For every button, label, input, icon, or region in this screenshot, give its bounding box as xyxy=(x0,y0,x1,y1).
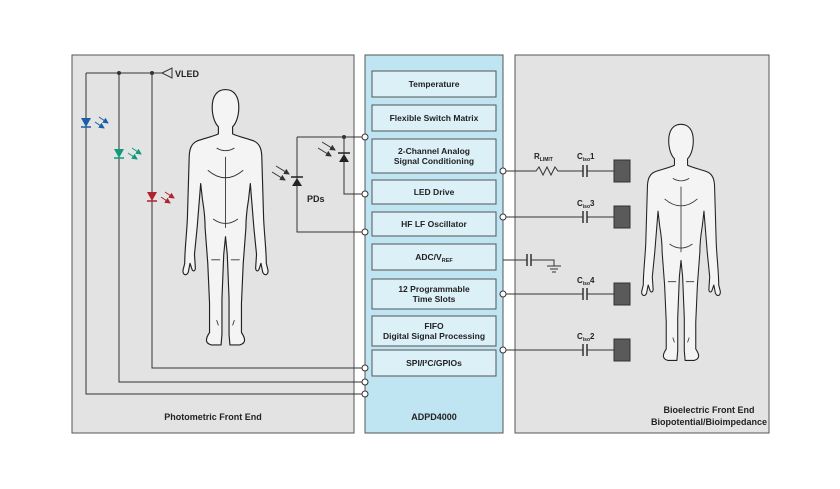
chip-block-5 xyxy=(371,243,497,271)
photodiode-1-icon xyxy=(292,178,302,186)
bioelectric-title-line1: Bioelectric Front End xyxy=(663,405,754,415)
chip-block-label-1: Flexible Switch Matrix xyxy=(390,113,479,123)
electrode-2 xyxy=(613,338,631,362)
bioelectric-wiring xyxy=(499,159,631,362)
chip-block-3 xyxy=(371,179,497,205)
led-red-icon xyxy=(147,192,157,201)
vled-label: VLED xyxy=(175,69,200,79)
photodiode-2-icon xyxy=(339,154,349,162)
bioelectric-title-line2: Biopotential/Bioimpedance xyxy=(651,417,767,427)
chip-block-8 xyxy=(371,349,497,377)
chip-name: ADPD4000 xyxy=(411,412,457,422)
pds-label: PDs xyxy=(307,194,325,204)
ciso4-label: Ciso4 xyxy=(577,276,595,287)
photometric-title: Photometric Front End xyxy=(164,412,262,422)
chip-block-label-4: HF LF Oscillator xyxy=(401,219,467,229)
bioelectric-panel xyxy=(514,54,770,434)
chip-block-label-8: SPI/I²C/GPIOs xyxy=(406,358,462,368)
electrode-3 xyxy=(613,205,631,229)
ciso1-label: Ciso1 xyxy=(577,152,595,163)
chip-block-6 xyxy=(371,278,497,310)
chip-block-7 xyxy=(371,315,497,347)
ciso3-label: Ciso3 xyxy=(577,199,595,210)
chip-block-label-5: ADC/VREF xyxy=(415,252,453,264)
electrode-4 xyxy=(613,282,631,306)
chip-block-4 xyxy=(371,211,497,237)
ciso2-label: Ciso2 xyxy=(577,332,595,343)
led-green-icon xyxy=(114,149,124,158)
chip-block-0 xyxy=(371,70,497,98)
chip-block-1 xyxy=(371,104,497,132)
chip-block-label-0: Temperature xyxy=(409,79,460,89)
chip-block-label-3: LED Drive xyxy=(414,187,455,197)
led-blue-icon xyxy=(81,118,91,127)
rlimit-label: RLIMIT xyxy=(534,152,553,163)
chip-block-2 xyxy=(371,138,497,174)
photometric-wiring xyxy=(81,67,369,398)
electrode-1 xyxy=(613,159,631,183)
